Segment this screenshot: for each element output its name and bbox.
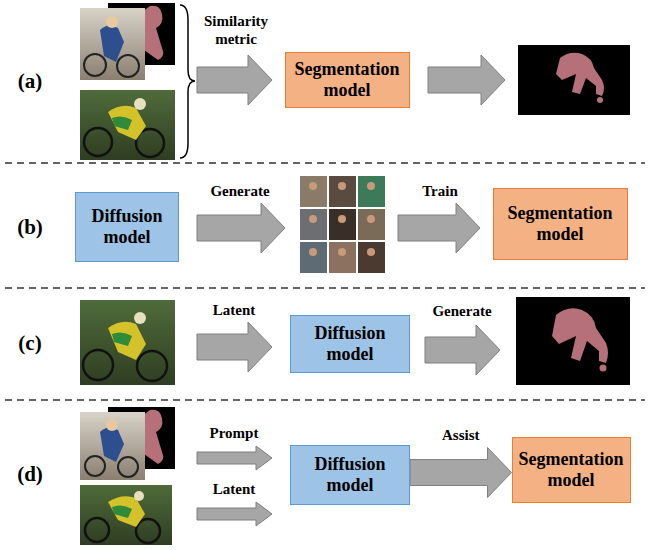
panel-letter: (b) bbox=[8, 215, 52, 240]
box-text: Segmentation model bbox=[519, 449, 624, 490]
box-text: Diffusion model bbox=[297, 454, 403, 495]
block-arrow bbox=[410, 448, 512, 498]
arrow-label: Prompt bbox=[194, 424, 274, 442]
photo bbox=[80, 300, 175, 385]
diffusion-box: Diffusion model bbox=[75, 192, 179, 262]
arrow-label: Assist bbox=[421, 426, 501, 444]
box-text: Diffusion model bbox=[297, 323, 403, 364]
block-arrow bbox=[197, 55, 505, 526]
photo bbox=[80, 485, 172, 545]
box-text: Segmentation model bbox=[292, 59, 403, 100]
panel-letter: (d) bbox=[8, 462, 52, 487]
arrow-label: Train bbox=[405, 182, 475, 200]
arrow-label: Generate bbox=[417, 302, 507, 320]
panel-letter: (a) bbox=[8, 69, 52, 94]
mask-image bbox=[516, 297, 630, 385]
segmentation-box: Segmentation model bbox=[493, 188, 628, 260]
arrow-label: Similarity metric bbox=[194, 12, 278, 48]
arrow-label: Latent bbox=[194, 301, 274, 319]
box-text: Diffusion model bbox=[82, 206, 172, 247]
box-text: Segmentation model bbox=[500, 203, 621, 244]
diffusion-box: Diffusion model bbox=[290, 315, 410, 373]
separator bbox=[5, 163, 645, 400]
image-grid bbox=[300, 176, 385, 273]
arrow-label: Generate bbox=[195, 182, 285, 200]
segmentation-box: Segmentation model bbox=[285, 52, 410, 108]
segmentation-box: Segmentation model bbox=[512, 437, 631, 503]
arrow-label: Latent bbox=[194, 480, 274, 498]
photo bbox=[80, 8, 145, 80]
diffusion-box: Diffusion model bbox=[290, 445, 410, 505]
panel-letter: (c) bbox=[8, 331, 52, 356]
mask-image bbox=[518, 45, 630, 115]
photo bbox=[80, 90, 175, 160]
photo bbox=[80, 412, 145, 480]
bracket bbox=[180, 5, 195, 158]
